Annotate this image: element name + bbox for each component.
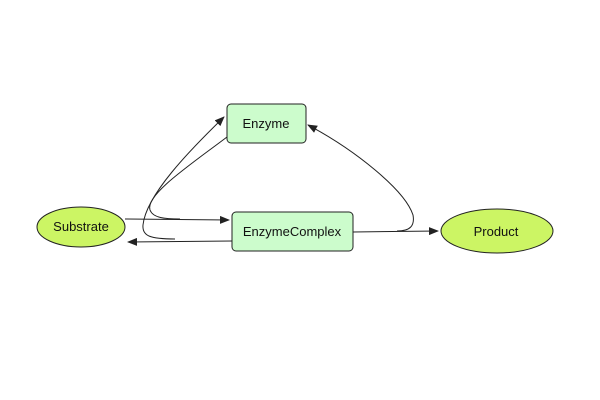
- substrate-label: Substrate: [53, 219, 109, 234]
- node-enzyme[interactable]: Enzyme: [226, 103, 307, 144]
- enzyme-label: Enzyme: [243, 116, 290, 131]
- edge-enzymecomplex-to-enzyme-left[interactable]: [142, 116, 225, 240]
- product-label: Product: [474, 224, 519, 239]
- edge-enzyme-to-enzymecomplex[interactable]: [149, 136, 228, 220]
- edge-enzymecomplex-to-product[interactable]: [352, 227, 439, 236]
- edge-enzymecomplex-to-substrate[interactable]: [127, 237, 233, 246]
- node-substrate[interactable]: Substrate: [36, 206, 126, 248]
- edges: [124, 116, 439, 246]
- product-shape: [440, 208, 554, 254]
- substrate-shape: [36, 206, 126, 248]
- enzyme-shape: [226, 103, 307, 144]
- edge-enzymecomplex-to-enzyme-right[interactable]: [307, 124, 414, 232]
- node-product[interactable]: Product: [440, 208, 554, 254]
- node-enzyme-complex[interactable]: EnzymeComplex: [231, 211, 354, 252]
- enzyme-complex-shape: [231, 211, 354, 252]
- edge-substrate-to-enzymecomplex[interactable]: [124, 215, 230, 224]
- enzyme-complex-label: EnzymeComplex: [243, 224, 342, 239]
